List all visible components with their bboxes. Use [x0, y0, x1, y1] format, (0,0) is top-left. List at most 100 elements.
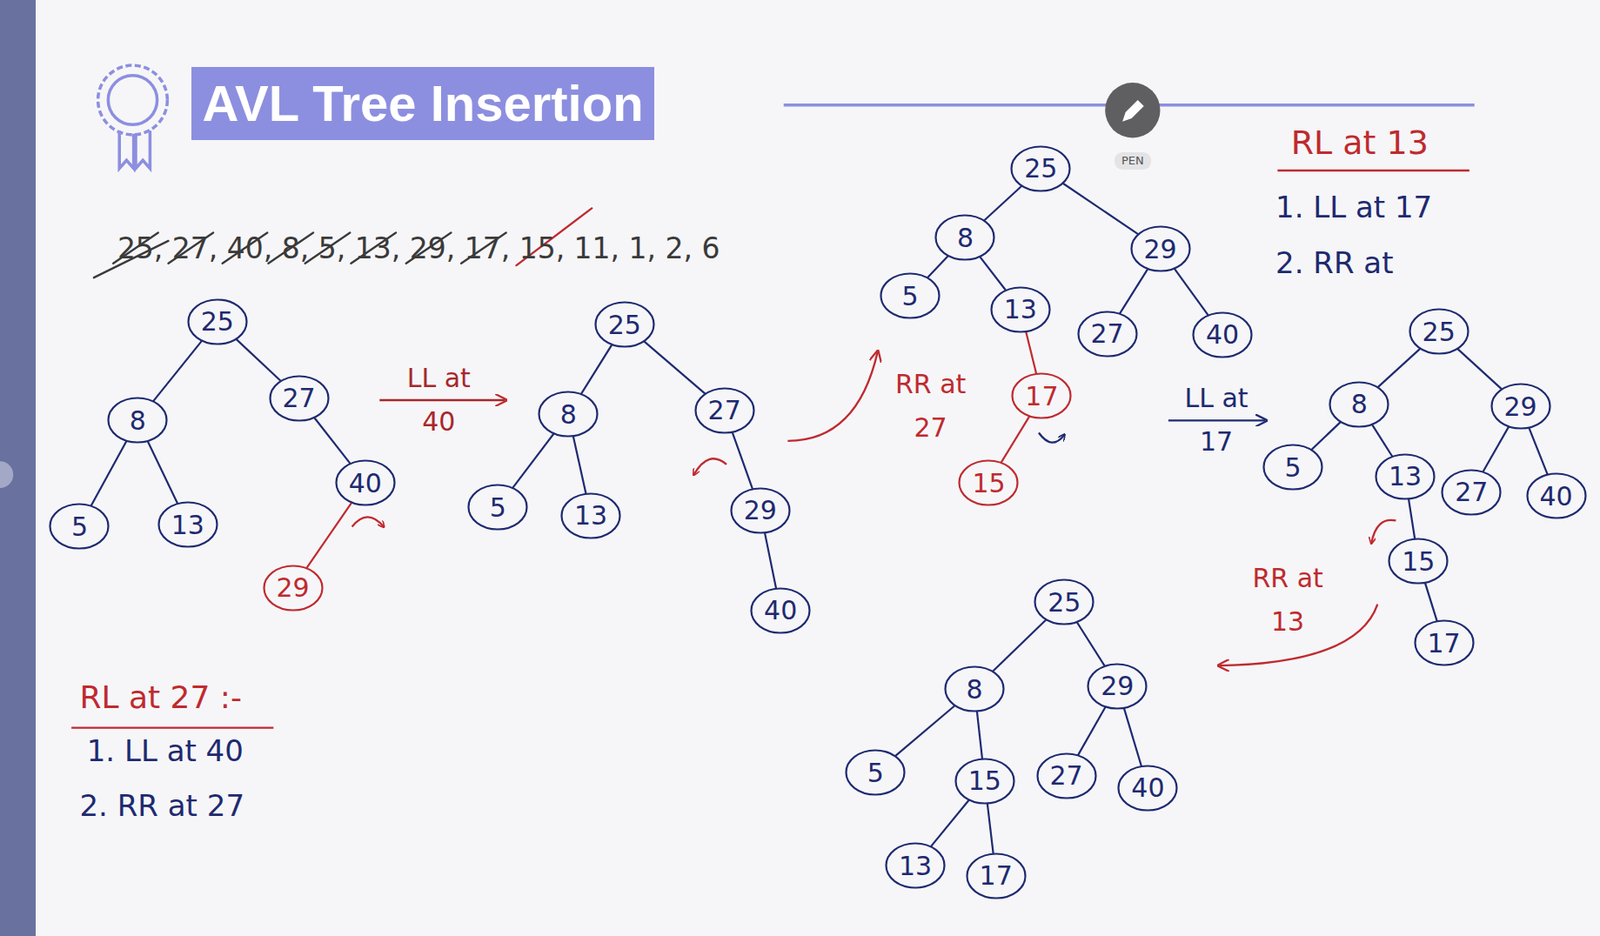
node-key: 15: [971, 468, 1005, 498]
tree-node: 25: [187, 298, 248, 346]
node-ellipse: [1088, 663, 1147, 709]
note-underline: [1277, 169, 1469, 172]
tree-node: 15: [957, 459, 1019, 507]
tree-node: 17: [1010, 372, 1072, 420]
node-key: 13: [171, 510, 205, 540]
tree-node: 8: [537, 390, 599, 438]
tree-node: 27: [1036, 752, 1098, 800]
tree-edge: [643, 341, 705, 394]
node-key: 29: [743, 495, 777, 525]
rotation-label: RR at 13: [1244, 556, 1332, 644]
tree-edge: [314, 417, 351, 465]
node-key: 8: [966, 675, 984, 704]
node-ellipse: [1193, 312, 1252, 357]
tree-node: 40: [334, 459, 396, 507]
note-heading: RL at 13: [1291, 121, 1429, 164]
tree-node: 13: [884, 842, 946, 890]
note-heading: RL at 27 :-: [79, 677, 242, 717]
tree-edge: [731, 431, 752, 489]
tree-edge: [581, 344, 613, 395]
tree-node: 15: [954, 757, 1016, 805]
tree-edge: [512, 433, 554, 489]
node-ellipse: [945, 667, 1005, 712]
node-key: 27: [708, 395, 742, 425]
node-ellipse: [1442, 469, 1501, 515]
node-key: 40: [1131, 773, 1165, 803]
node-ellipse: [1263, 445, 1322, 490]
tree-node: 27: [694, 387, 756, 435]
node-ellipse: [1409, 309, 1468, 355]
tree-node: 5: [844, 749, 906, 797]
note-step: 2. RR at: [1275, 244, 1393, 282]
tree-node: 27: [1077, 310, 1139, 358]
tree-node: 29: [729, 487, 791, 535]
note-step: 1. LL at 40: [87, 732, 244, 770]
node-key: 13: [1004, 294, 1038, 324]
tree-edge: [979, 256, 1005, 290]
tree-edge: [147, 441, 178, 504]
tree-edge: [1311, 421, 1341, 451]
node-ellipse: [1037, 753, 1096, 798]
tree-node: 15: [1387, 537, 1449, 585]
tree-edge: [1425, 582, 1438, 622]
tree-node: 8: [943, 665, 1005, 713]
node-ellipse: [881, 274, 940, 319]
tree-node: 5: [467, 483, 529, 531]
node-ellipse: [562, 493, 621, 538]
node-key: 17: [1024, 381, 1058, 411]
note-step: 1. LL at 17: [1275, 188, 1433, 227]
tree-edge: [1483, 426, 1510, 472]
node-ellipse: [1414, 621, 1473, 666]
rotation-label: LL at 17: [1172, 376, 1260, 464]
tree-node: 29: [1490, 382, 1552, 430]
badge-icon: [98, 65, 168, 169]
node-key: 5: [71, 512, 88, 542]
node-key: 25: [1024, 153, 1058, 183]
tree-edge: [1062, 183, 1139, 235]
tree-edge: [977, 710, 983, 759]
tree-edge: [1174, 268, 1209, 316]
node-key: 5: [867, 758, 884, 788]
node-key: 13: [898, 851, 932, 881]
node-key: 5: [902, 281, 919, 311]
node-ellipse: [335, 461, 395, 506]
tree-edge: [1077, 622, 1105, 666]
tree-node: 40: [1117, 764, 1179, 812]
tree-edge: [90, 441, 127, 507]
node-key: 15: [1401, 547, 1435, 576]
tree-node: 13: [157, 501, 219, 549]
rotation-label: RR at 27: [887, 362, 975, 450]
node-key: 13: [1388, 461, 1422, 491]
node-ellipse: [50, 504, 109, 549]
node-key: 40: [348, 468, 382, 498]
tree-node: 17: [1413, 619, 1475, 667]
tree-edge: [764, 532, 777, 590]
tree-node: 25: [594, 301, 656, 349]
node-key: 40: [1539, 482, 1573, 511]
node-ellipse: [1131, 227, 1190, 272]
node-ellipse: [1389, 539, 1448, 584]
tree-node: 8: [934, 214, 996, 262]
node-key: 17: [1426, 629, 1460, 658]
node-key: 29: [1143, 234, 1177, 264]
node-ellipse: [1012, 374, 1072, 419]
node-ellipse: [846, 750, 905, 796]
tree-node: 25: [1033, 578, 1095, 626]
node-key: 8: [129, 406, 147, 436]
node-key: 25: [200, 307, 235, 336]
node-key: 27: [1050, 761, 1084, 790]
tree-node: 29: [1130, 225, 1192, 273]
tree-edge: [235, 338, 282, 381]
node-key: 8: [1351, 389, 1368, 419]
node-ellipse: [966, 853, 1025, 898]
rotation-curl: [1038, 433, 1065, 443]
insertion-sequence: 25, 27, 40, 8, 5, 13, 29, 17, 15, 11, 1,…: [117, 230, 721, 267]
side-tab: [0, 461, 14, 489]
node-ellipse: [955, 758, 1014, 804]
node-key: 17: [979, 861, 1013, 891]
node-ellipse: [1118, 765, 1178, 811]
tree-edge: [1077, 706, 1106, 756]
node-ellipse: [269, 375, 329, 421]
tree-node: 27: [268, 374, 330, 422]
tree-edge: [573, 436, 587, 495]
